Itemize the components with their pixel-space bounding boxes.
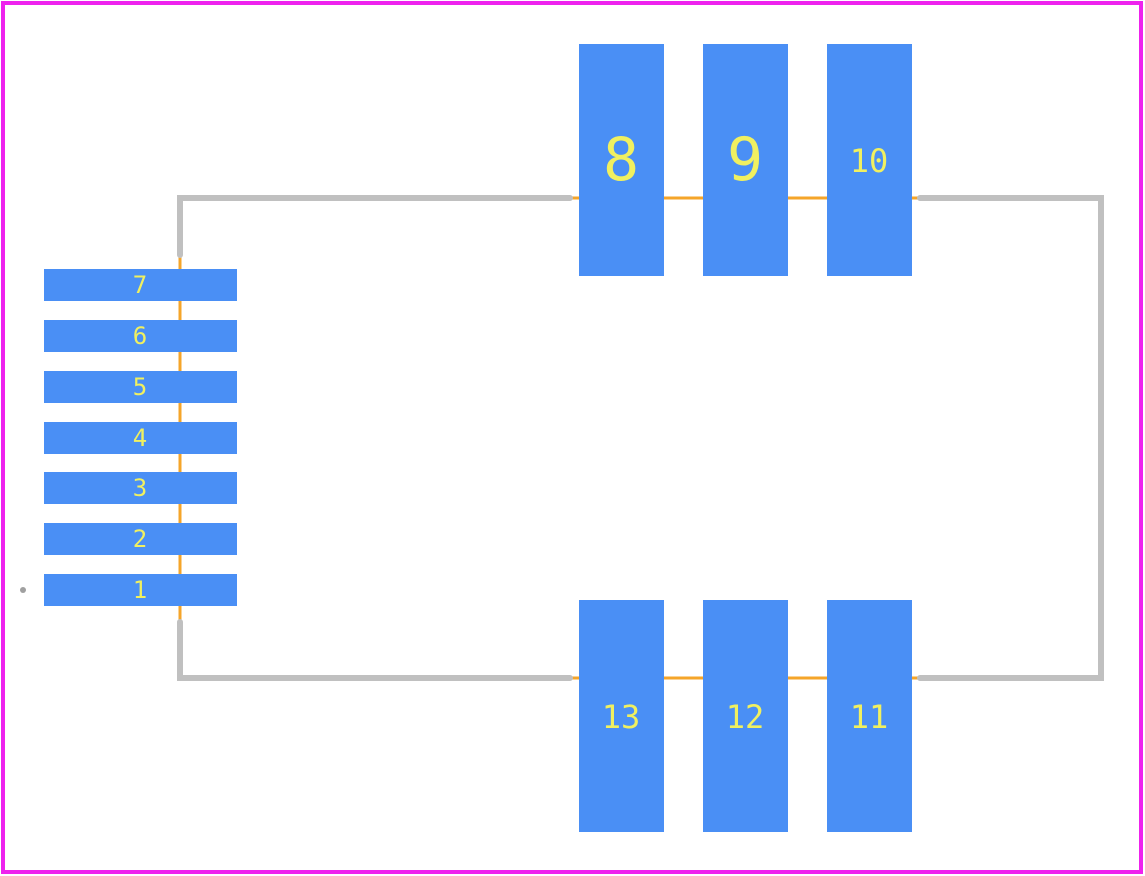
pad-9-label: 9 [727,125,763,195]
pad-10-label: 10 [850,142,889,180]
pad-10[interactable] [827,44,912,276]
pad-11[interactable] [827,600,912,832]
pad-13[interactable] [579,600,664,832]
pad-2[interactable] [44,523,237,555]
pad-5[interactable] [44,371,237,403]
pad-3-label: 3 [133,474,147,502]
pad-9[interactable] [703,44,788,276]
pad-12[interactable] [703,600,788,832]
pad-1-label: 1 [133,576,147,604]
pad-5-label: 5 [133,373,147,401]
silkscreen-outline [177,195,1104,681]
pin1-marker-dot [20,587,26,593]
pad-11-label: 11 [850,698,889,736]
pads-group: 7 6 5 4 3 2 1 8 9 10 13 12 11 [44,44,912,832]
pad-3[interactable] [44,472,237,504]
pad-13-label: 13 [602,698,641,736]
pad-6-label: 6 [133,322,147,350]
courtyard-lines [178,196,920,680]
pad-1[interactable] [44,574,237,606]
pad-8[interactable] [579,44,664,276]
pad-12-label: 12 [726,698,765,736]
pad-4-label: 4 [133,424,147,452]
pad-8-label: 8 [603,125,639,195]
pad-7[interactable] [44,269,237,301]
pad-4[interactable] [44,422,237,454]
pad-7-label: 7 [133,271,147,299]
pad-2-label: 2 [133,525,147,553]
pad-6[interactable] [44,320,237,352]
